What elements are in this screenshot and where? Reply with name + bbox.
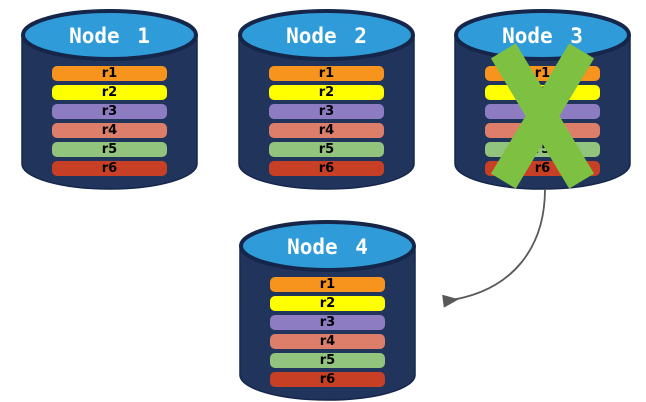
node-1: Node 1 r1 r2 r3 r4 r5 r6 — [21, 9, 198, 190]
record-bar-r6: r6 — [270, 372, 385, 387]
node-title: Node 2 — [286, 24, 367, 48]
record-bar-r3: r3 — [52, 104, 167, 119]
cylinder-top-ellipse — [238, 9, 415, 61]
record-bar-r2: r2 — [52, 85, 167, 100]
record-bar-r4: r4 — [270, 334, 385, 349]
record-bar-r3: r3 — [269, 104, 384, 119]
record-bar-r5: r5 — [270, 353, 385, 368]
record-bar-r1: r1 — [269, 66, 384, 81]
record-bar-r1: r1 — [52, 66, 167, 81]
record-bar-r3: r3 — [270, 315, 385, 330]
record-bar-r5: r5 — [269, 142, 384, 157]
record-bar-r2: r2 — [269, 85, 384, 100]
node-title: Node 4 — [287, 235, 368, 259]
cylinder-top-ellipse — [21, 9, 198, 61]
record-bar-r4: r4 — [52, 123, 167, 138]
record-bar-r6: r6 — [269, 161, 384, 176]
record-bar-r2: r2 — [270, 296, 385, 311]
record-bar-r5: r5 — [52, 142, 167, 157]
node-title: Node 1 — [69, 24, 150, 48]
record-bar-r4: r4 — [269, 123, 384, 138]
record-bar-r1: r1 — [270, 277, 385, 292]
failover-arrow — [442, 188, 546, 308]
cylinder-top-ellipse — [239, 220, 416, 272]
node-4: Node 4 r1 r2 r3 r4 r5 r6 — [239, 220, 416, 401]
node-2: Node 2 r1 r2 r3 r4 r5 r6 — [238, 9, 415, 190]
record-bar-r6: r6 — [52, 161, 167, 176]
